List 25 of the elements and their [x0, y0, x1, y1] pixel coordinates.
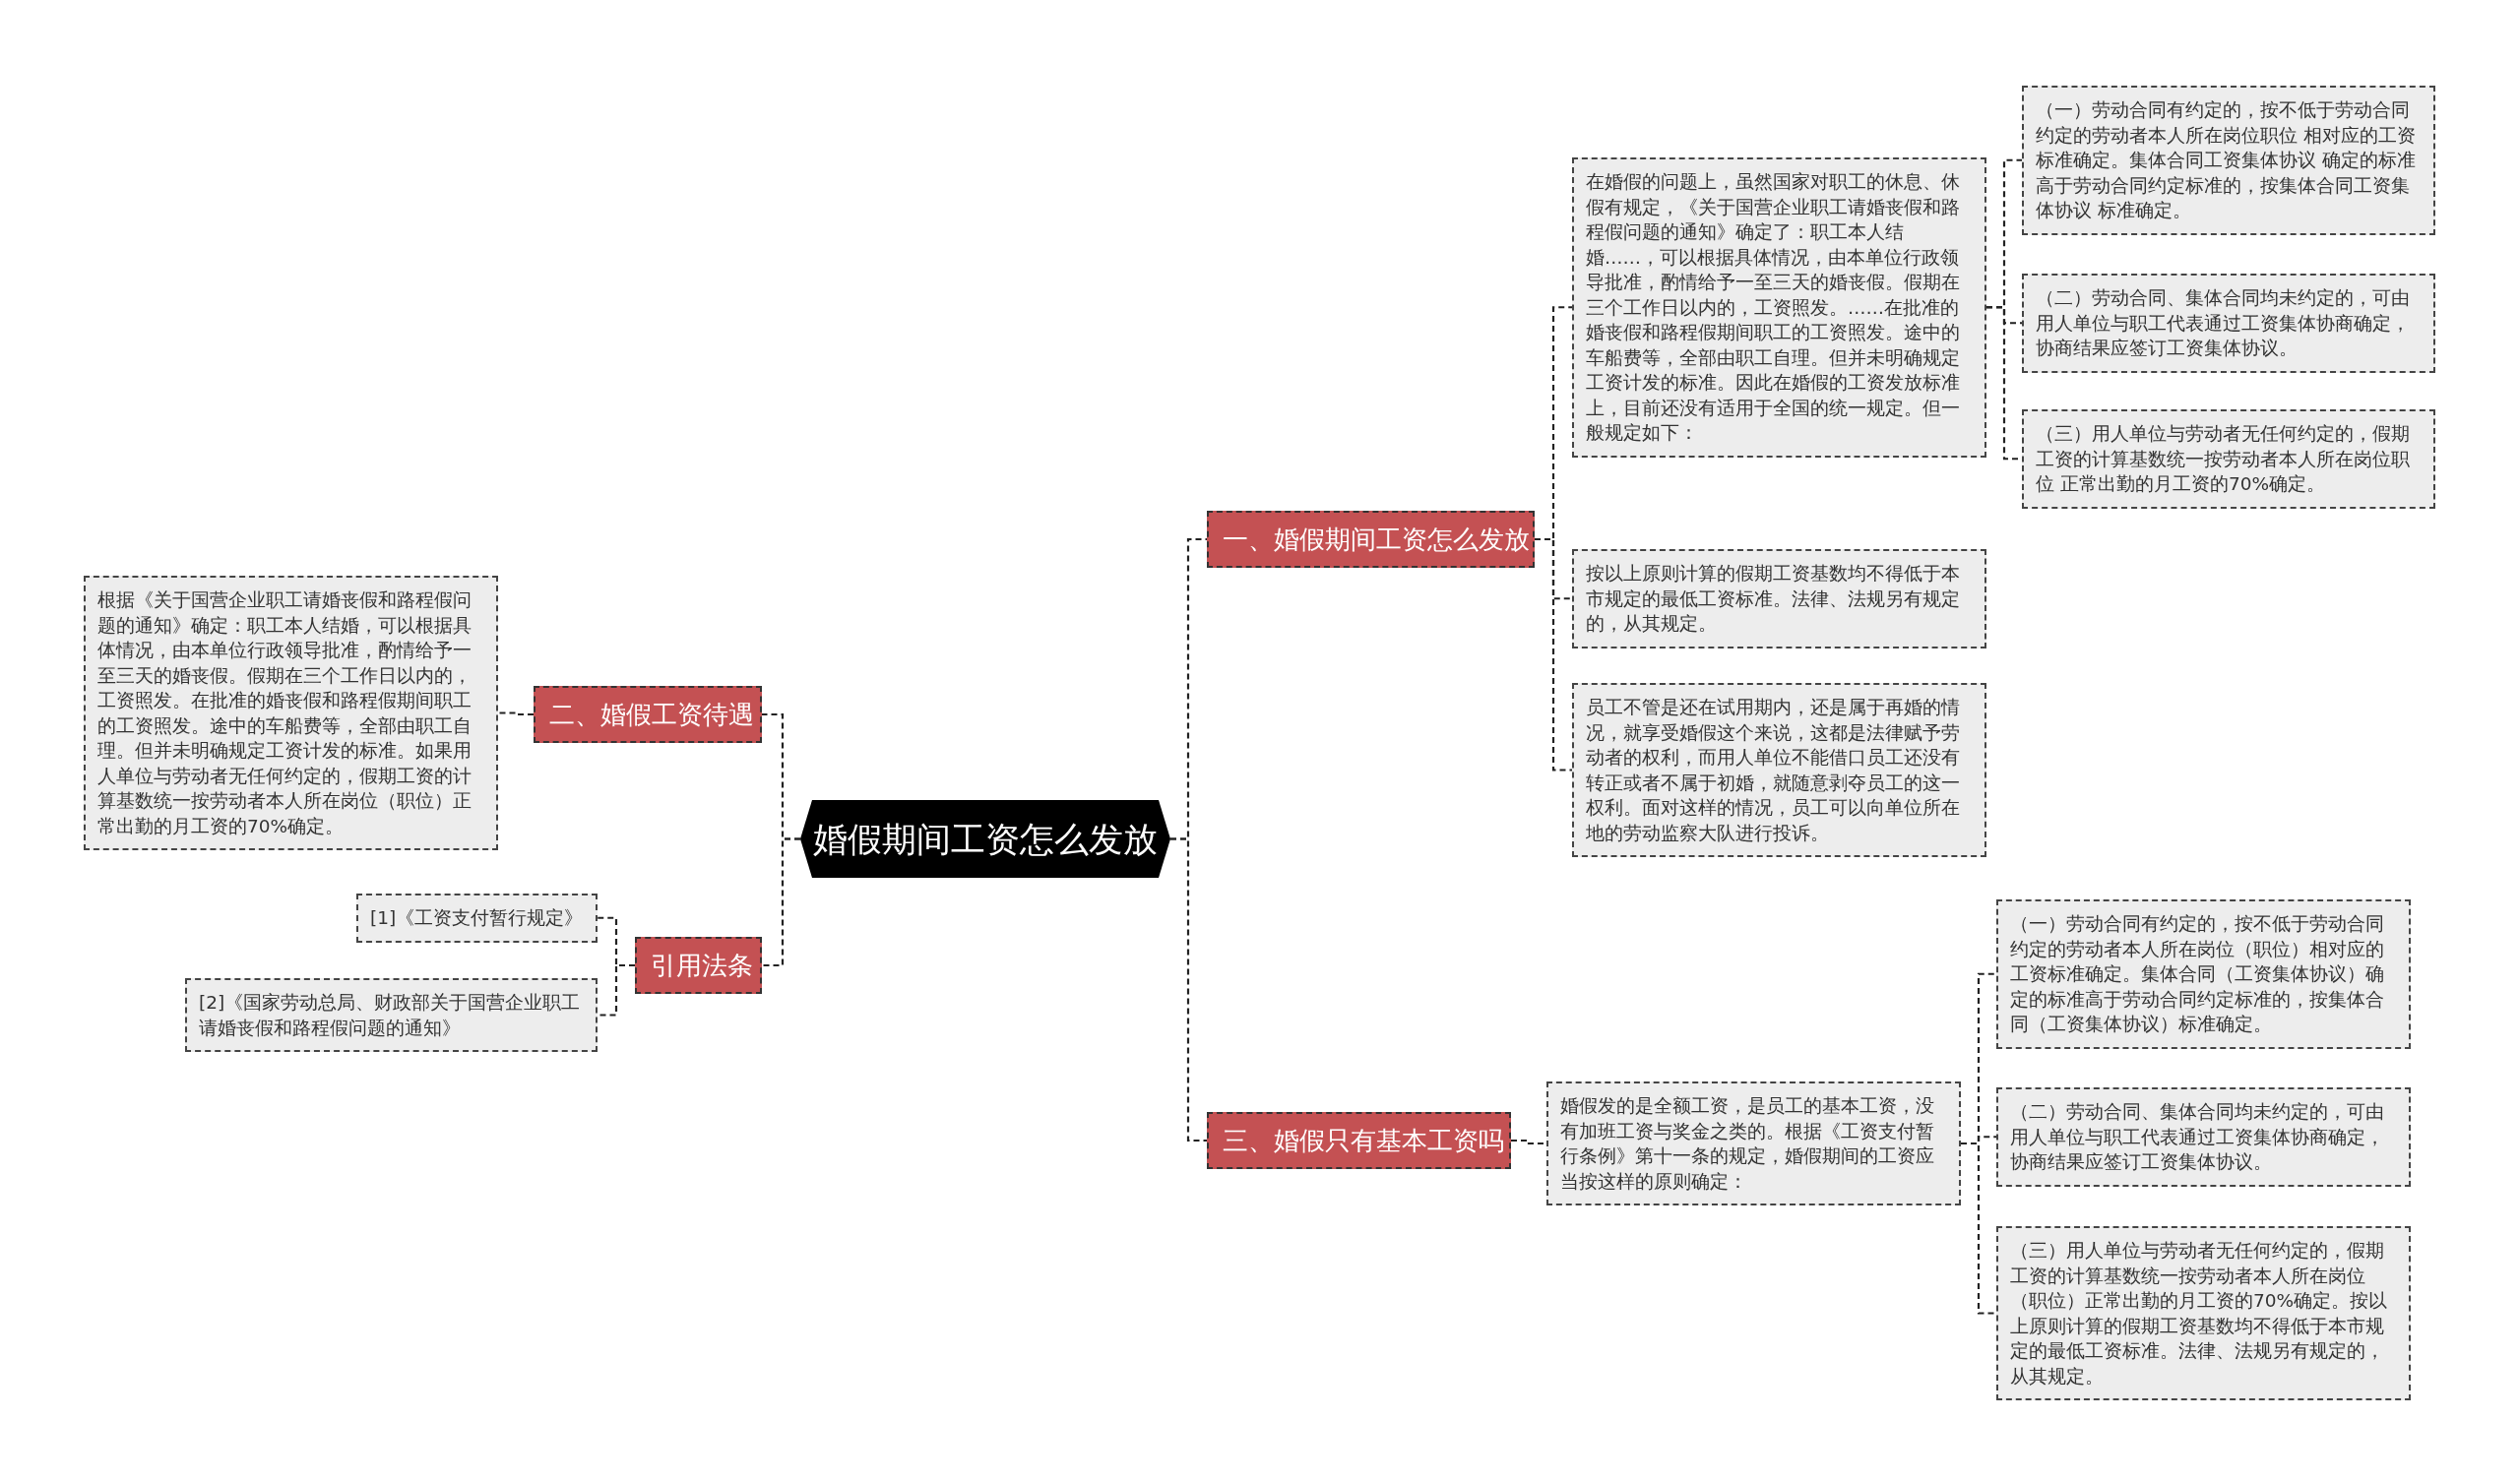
note-box: （三）用人单位与劳动者无任何约定的，假期工资的计算基数统一按劳动者本人所在岗位职位 正常出勤的月工资的70%确定。: [2022, 409, 2435, 509]
note-box: （二）劳动合同、集体合同均未约定的，可由用人单位与职工代表通过工资集体协商确定，协商结果应签订工资集体协议。: [2022, 274, 2435, 373]
note-box: （三）用人单位与劳动者无任何约定的，假期工资的计算基数统一按劳动者本人所在岗位（职位）正常出勤的月工资的70%确定。按以上原则计算的假期工资基数均不得低于本市规定的最低工资标准。法律、法规另有规定的，从其规定。: [1996, 1226, 2411, 1400]
note-box: [2]《国家劳动总局、财政部关于国营企业职工请婚丧假和路程假问题的通知》: [185, 978, 598, 1052]
topic-text: 婚假期间工资怎么发放: [813, 819, 1158, 859]
note-box: （一）劳动合同有约定的，按不低于劳动合同约定的劳动者本人所在岗位（职位）相对应的工资标准确定。集体合同（工资集体协议）确定的标准高于劳动合同约定标准的，按集体合同（工资集体协议）标准确定。: [1996, 899, 2411, 1049]
branch-topic-box: 一、婚假期间工资怎么发放: [1207, 511, 1535, 568]
connector-line: [1535, 537, 1572, 772]
connector-line: [1511, 1139, 1546, 1145]
connector-line: [498, 711, 534, 716]
note-box: [1]《工资支付暂行规定》: [356, 894, 598, 943]
note-box: 根据《关于国营企业职工请婚丧假和路程假问题的通知》确定：职工本人结婚，可以根据具体情况，由本单位行政领导批准，酌情给予一至三天的婚丧假。假期在三个工作日以内的，工资照发。在批准的婚丧假和路程假期间职工的工资照发。途中的车船费等，全部由职工自理。但并未明确规定工资计发的标准。如果用人单位与劳动者无任何约定的，假期工资的计算基数统一按劳动者本人所在岗位（职位）正常出勤的月工资的70%确定。: [84, 576, 498, 850]
connector-line: [762, 837, 800, 967]
note-box: 按以上原则计算的假期工资基数均不得低于本市规定的最低工资标准。法律、法规另有规定的，从其规定。: [1572, 549, 1986, 648]
note-box: 婚假发的是全额工资，是员工的基本工资，没有加班工资与奖金之类的。根据《工资支付暂行条例》第十一条的规定，婚假期间的工资应当按这样的原则确定：: [1546, 1081, 1961, 1205]
note-box: 在婚假的问题上，虽然国家对职工的休息、休假有规定，《关于国营企业职工请婚丧假和路程假问题的通知》确定了：职工本人结婚……，可以根据具体情况，由本单位行政领导批准，酌情给予一至三天的婚丧假。假期在三个工作日以内的，工资照发。……在批准的婚丧假和路程假期间职工的工资照发。途中的车船费等，全部由职工自理。但并未明确规定工资计发的标准。因此在婚假的工资发放标准上，目前还没有适用于全国的统一规定。但一般规定如下：: [1572, 157, 1986, 458]
branch-topic-box: 二、婚假工资待遇: [534, 686, 762, 743]
note-box: （二）劳动合同、集体合同均未约定的，可由用人单位与职工代表通过工资集体协商确定，协商结果应签订工资集体协议。: [1996, 1087, 2411, 1187]
note-box: 员工不管是还在试用期内，还是属于再婚的情况，就享受婚假这个来说，这都是法律赋予劳动者的权利，而用人单位不能借口员工还没有转正或者不属于初婚，就随意剥夺员工的这一权利。面对这样的情况，员工可以向单位所在地的劳动监察大队进行投诉。: [1572, 683, 1986, 857]
connector-line: [598, 963, 635, 1017]
connector-line: [1961, 1142, 1996, 1315]
note-box: （一）劳动合同有约定的，按不低于劳动合同约定的劳动者本人所在岗位职位 相对应的工资标准确定。集体合同工资集体协议 确定的标准高于劳动合同约定标准的，按集体合同工资集体协议 标准确定。: [2022, 86, 2435, 235]
branch-topic-box: 三、婚假只有基本工资吗: [1207, 1112, 1511, 1169]
branch-topic-box: 引用法条: [635, 937, 762, 994]
connector-line: [1170, 837, 1207, 1142]
